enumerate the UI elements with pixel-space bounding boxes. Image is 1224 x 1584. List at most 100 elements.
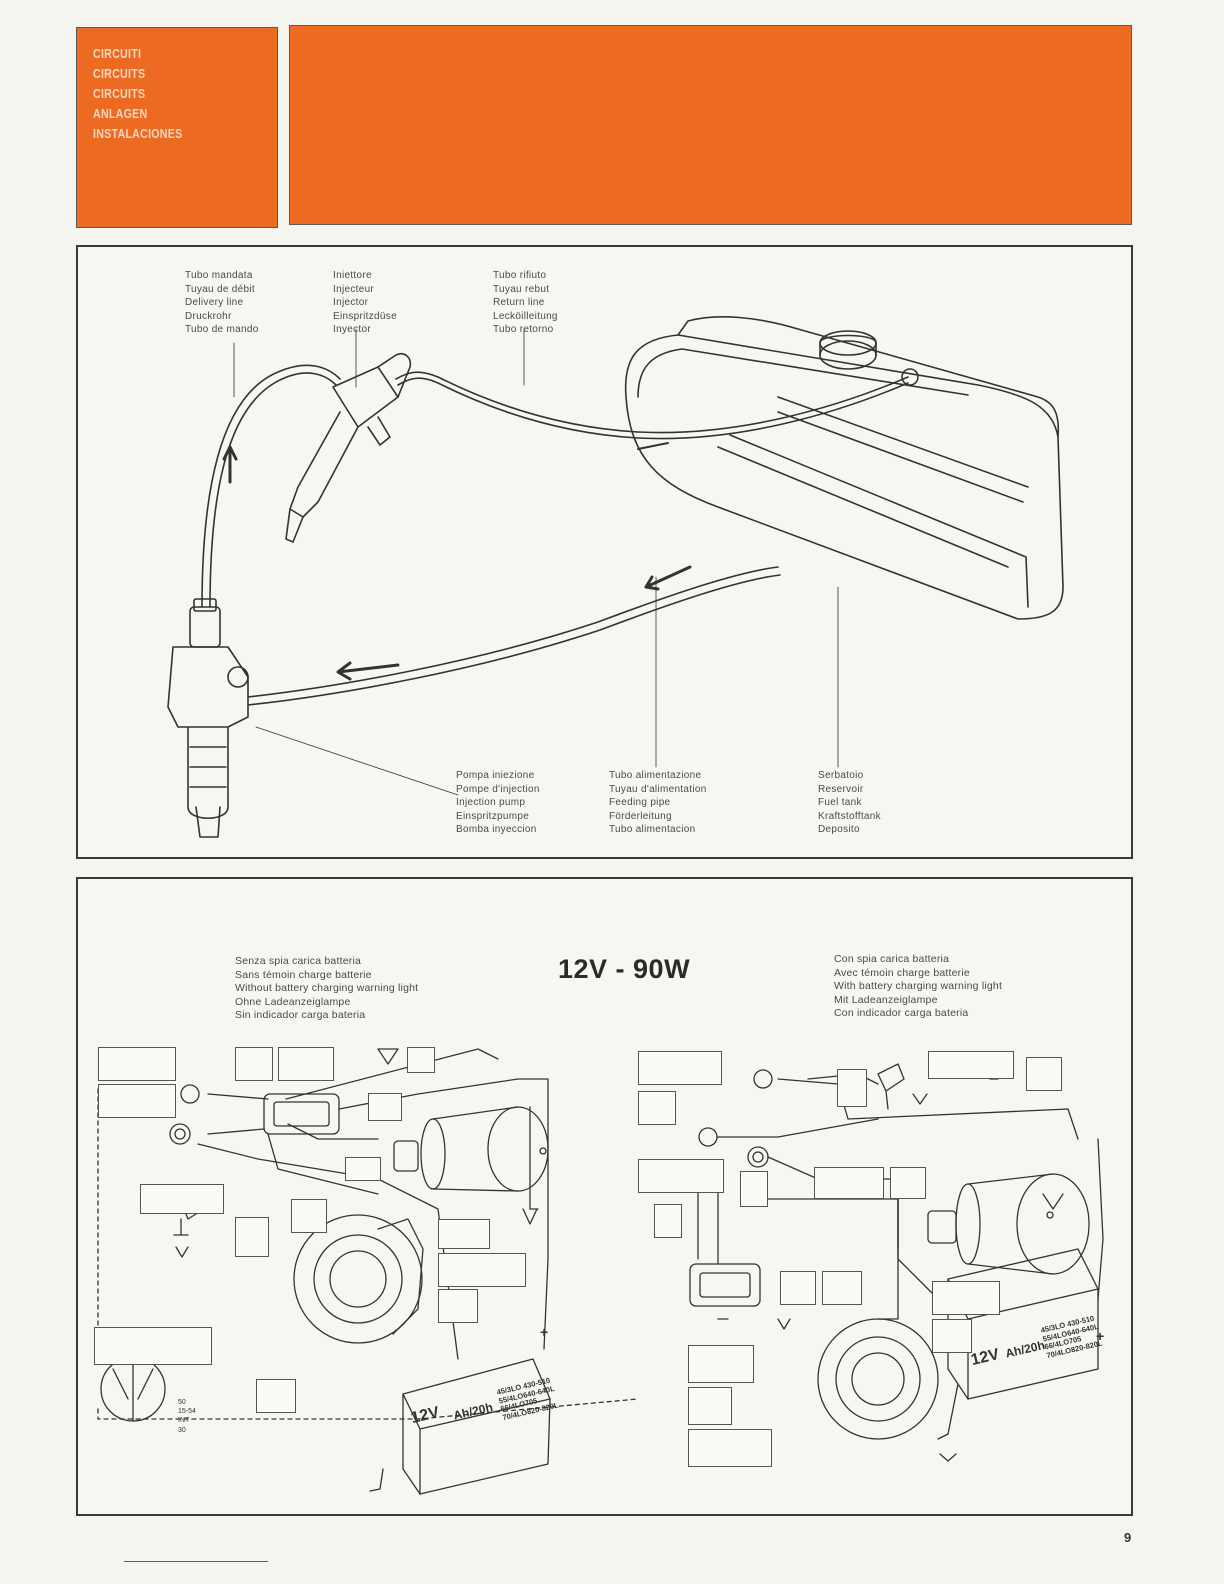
label-line: Druckrohr bbox=[185, 310, 232, 322]
label-line: Feeding pipe bbox=[609, 797, 671, 808]
label-line: Delivery line bbox=[185, 297, 244, 308]
component-tag bbox=[780, 1271, 816, 1305]
header-banner bbox=[289, 25, 1132, 225]
component-tag bbox=[688, 1429, 772, 1467]
component-tag bbox=[822, 1271, 862, 1305]
label-return-line: Tubo rifiuto Tuyau rebut Return line Lec… bbox=[493, 269, 558, 337]
feeding-pipe bbox=[247, 566, 779, 698]
page-number: 9 bbox=[1124, 1530, 1132, 1545]
label-line: Iniettore bbox=[333, 270, 372, 281]
component-tag bbox=[345, 1157, 381, 1181]
label-line: Tubo de mando bbox=[185, 324, 259, 335]
injection-pump-body bbox=[167, 646, 249, 728]
fuel-circuit-panel: Tubo mandata Tuyau de débit Delivery lin… bbox=[76, 245, 1133, 859]
section-title-it: CIRCUITI bbox=[93, 46, 142, 61]
component-tag bbox=[235, 1217, 269, 1257]
label-line: Tubo mandata bbox=[185, 270, 253, 281]
charge-warning-light-right bbox=[698, 1127, 718, 1147]
section-title-de: ANLAGEN bbox=[93, 106, 148, 121]
component-tag bbox=[740, 1171, 768, 1207]
section-title-fr: CIRCUITS bbox=[93, 66, 146, 81]
section-title-list: CIRCUITI CIRCUITS CIRCUITS ANLAGEN INSTA… bbox=[93, 44, 202, 144]
fuel-tank-body bbox=[624, 334, 1064, 620]
flow-arrow-left bbox=[336, 661, 400, 681]
label-line: Deposito bbox=[818, 824, 860, 835]
label-line: Kraftstofftank bbox=[818, 810, 881, 822]
flow-arrow-tank bbox=[637, 442, 669, 450]
plus-terminal-right: + bbox=[1096, 1328, 1104, 1344]
label-line: Pompa iniezione bbox=[456, 770, 535, 781]
label-line: Injection pump bbox=[456, 797, 526, 808]
caption-without-warning-light: Senza spia carica batteria Sans témoin c… bbox=[235, 955, 418, 1023]
label-line: Injecteur bbox=[333, 283, 375, 295]
caption-line: Senza spia carica batteria bbox=[235, 955, 362, 967]
caption-line: Sans témoin charge batterie bbox=[235, 968, 372, 981]
label-line: Fuel tank bbox=[818, 797, 862, 808]
electrical-circuit-panel: + + 12V - 90W Senza spia carica batteria… bbox=[76, 877, 1133, 1516]
label-line: Return line bbox=[493, 297, 545, 308]
label-line: Tuyau de débit bbox=[185, 283, 255, 295]
starter-motor-left bbox=[487, 1106, 549, 1192]
caption-line: Con indicador carga bateria bbox=[834, 1007, 969, 1019]
component-tag bbox=[638, 1051, 722, 1085]
label-delivery-line: Tubo mandata Tuyau de débit Delivery lin… bbox=[185, 269, 259, 337]
section-title-es: INSTALACIONES bbox=[93, 126, 183, 141]
caption-line: With battery charging warning light bbox=[834, 980, 1003, 992]
caption-line: Con spia carica batteria bbox=[834, 953, 950, 965]
component-tag bbox=[814, 1167, 884, 1199]
component-tag bbox=[928, 1051, 1014, 1079]
caption-line: Avec témoin charge batterie bbox=[834, 966, 970, 979]
label-line: Einspritzdüse bbox=[333, 310, 397, 322]
component-tag bbox=[98, 1084, 176, 1118]
header-title-box: CIRCUITI CIRCUITS CIRCUITS ANLAGEN INSTA… bbox=[76, 27, 278, 228]
plus-terminal-left: + bbox=[540, 1324, 548, 1340]
label-injection-pump: Pompa iniezione Pompe d'injection Inject… bbox=[456, 769, 540, 837]
component-tag bbox=[688, 1345, 754, 1383]
component-tag bbox=[140, 1184, 224, 1214]
label-line: Tubo retorno bbox=[493, 324, 554, 335]
flow-arrow-down bbox=[644, 565, 692, 591]
oil-warning-light-left bbox=[180, 1084, 200, 1104]
terminal-label: 15-54 bbox=[178, 1408, 196, 1416]
component-tag bbox=[837, 1069, 867, 1107]
component-tag bbox=[932, 1281, 1000, 1315]
key-switch-left bbox=[169, 1123, 191, 1145]
component-tag bbox=[98, 1047, 176, 1081]
caption-line: Mit Ladeanzeiglampe bbox=[834, 993, 938, 1006]
starter-motor-right bbox=[1016, 1173, 1090, 1275]
label-injector: Iniettore Injecteur Injector Einspritzdü… bbox=[333, 269, 397, 337]
terminal-label: 50 bbox=[178, 1399, 186, 1406]
label-line: Tubo alimentacion bbox=[609, 824, 696, 835]
footer-rule bbox=[124, 1561, 268, 1562]
key-switch-right bbox=[747, 1146, 769, 1168]
component-tag bbox=[1026, 1057, 1062, 1091]
label-line: Tuyau d'alimentation bbox=[609, 783, 707, 795]
label-line: Bomba inyeccion bbox=[456, 824, 537, 835]
component-tag bbox=[278, 1047, 334, 1081]
alternator-stator-left bbox=[293, 1214, 423, 1344]
component-tag bbox=[438, 1253, 526, 1287]
component-tag bbox=[932, 1319, 972, 1353]
component-tag bbox=[291, 1199, 327, 1233]
delivery-line bbox=[201, 364, 341, 608]
battery-left bbox=[402, 1358, 551, 1495]
flow-arrow-up bbox=[222, 445, 238, 484]
voltage-title: 12V - 90W bbox=[558, 954, 691, 984]
label-feeding-pipe: Tubo alimentazione Tuyau d'alimentation … bbox=[609, 769, 707, 837]
label-line: Inyector bbox=[333, 324, 371, 335]
component-tag bbox=[688, 1387, 732, 1425]
label-line: Einspritzpumpe bbox=[456, 810, 530, 822]
component-tag bbox=[438, 1289, 478, 1323]
component-tag bbox=[256, 1379, 296, 1413]
oil-pressure-switch-right bbox=[877, 1063, 905, 1092]
label-fuel-tank: Serbatoio Reservoir Fuel tank Kraftstoff… bbox=[818, 769, 881, 837]
component-tag bbox=[890, 1167, 926, 1199]
label-line: Tuyau rebut bbox=[493, 283, 550, 295]
component-tag bbox=[368, 1093, 402, 1121]
label-line: Pompe d'injection bbox=[456, 783, 540, 795]
section-title-en: CIRCUITS bbox=[93, 86, 146, 101]
caption-line: Without battery charging warning light bbox=[235, 982, 419, 994]
component-tag bbox=[94, 1327, 212, 1365]
component-tag bbox=[638, 1091, 676, 1125]
battery-right bbox=[947, 1248, 1099, 1400]
